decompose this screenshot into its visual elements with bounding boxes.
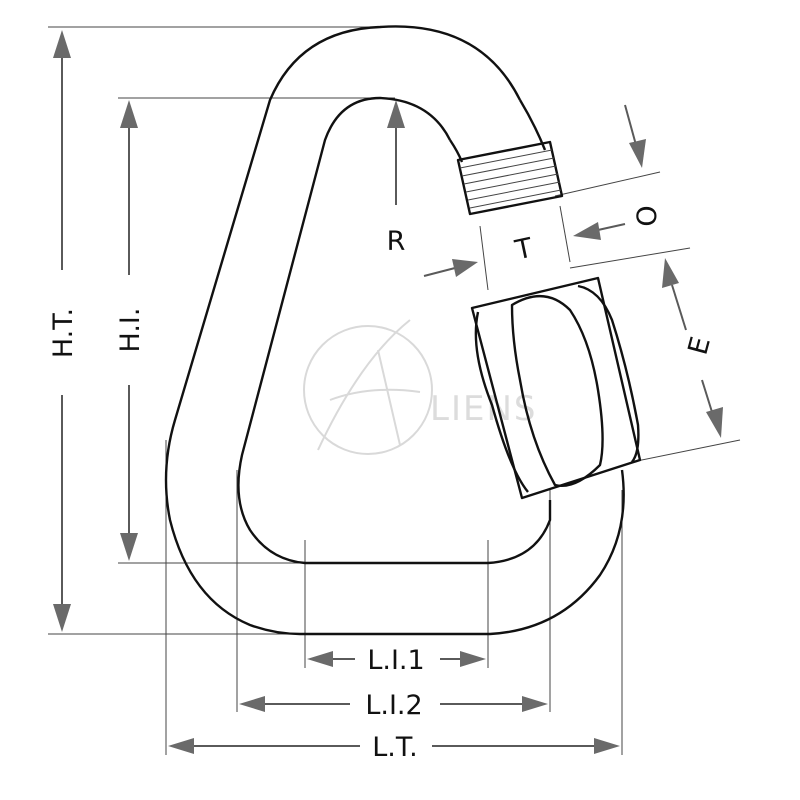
link-inner-contour (237, 96, 552, 565)
dimension-hi: H.I. (115, 100, 146, 561)
thread-section (456, 140, 564, 216)
thread-outline (456, 140, 564, 216)
watermark-logo: LIENS (303, 319, 537, 455)
watermark-a-mark (317, 319, 421, 451)
nut-facet-3 (577, 284, 640, 463)
nut-facet-1 (474, 311, 529, 493)
dimension-lt: L.T. (168, 732, 620, 763)
dimension-li1: L.I.1 (307, 645, 486, 676)
watermark-circle (303, 325, 433, 455)
label-t: T (512, 233, 536, 267)
dimension-o: O (624, 104, 663, 227)
label-r: R (387, 226, 406, 257)
nut-outline (470, 276, 642, 500)
dimension-e: E (662, 258, 723, 438)
dimension-r: R (387, 100, 406, 257)
dimension-ht: H.T. (48, 30, 79, 632)
label-hi: H.I. (115, 308, 146, 353)
link-outer-contour (164, 25, 625, 636)
watermark-text: LIENS (430, 389, 537, 429)
dimension-t: T (423, 222, 626, 277)
label-li1: L.I.1 (367, 645, 424, 676)
label-lt: L.T. (372, 732, 418, 763)
label-e: E (683, 334, 717, 359)
label-li2: L.I.2 (365, 690, 422, 721)
thread-lines (459, 149, 562, 209)
label-ht: H.T. (48, 308, 79, 358)
dimension-li2: L.I.2 (239, 690, 548, 721)
label-o: O (632, 205, 663, 226)
hex-nut (470, 276, 642, 500)
nut-facet-2 (510, 294, 604, 487)
